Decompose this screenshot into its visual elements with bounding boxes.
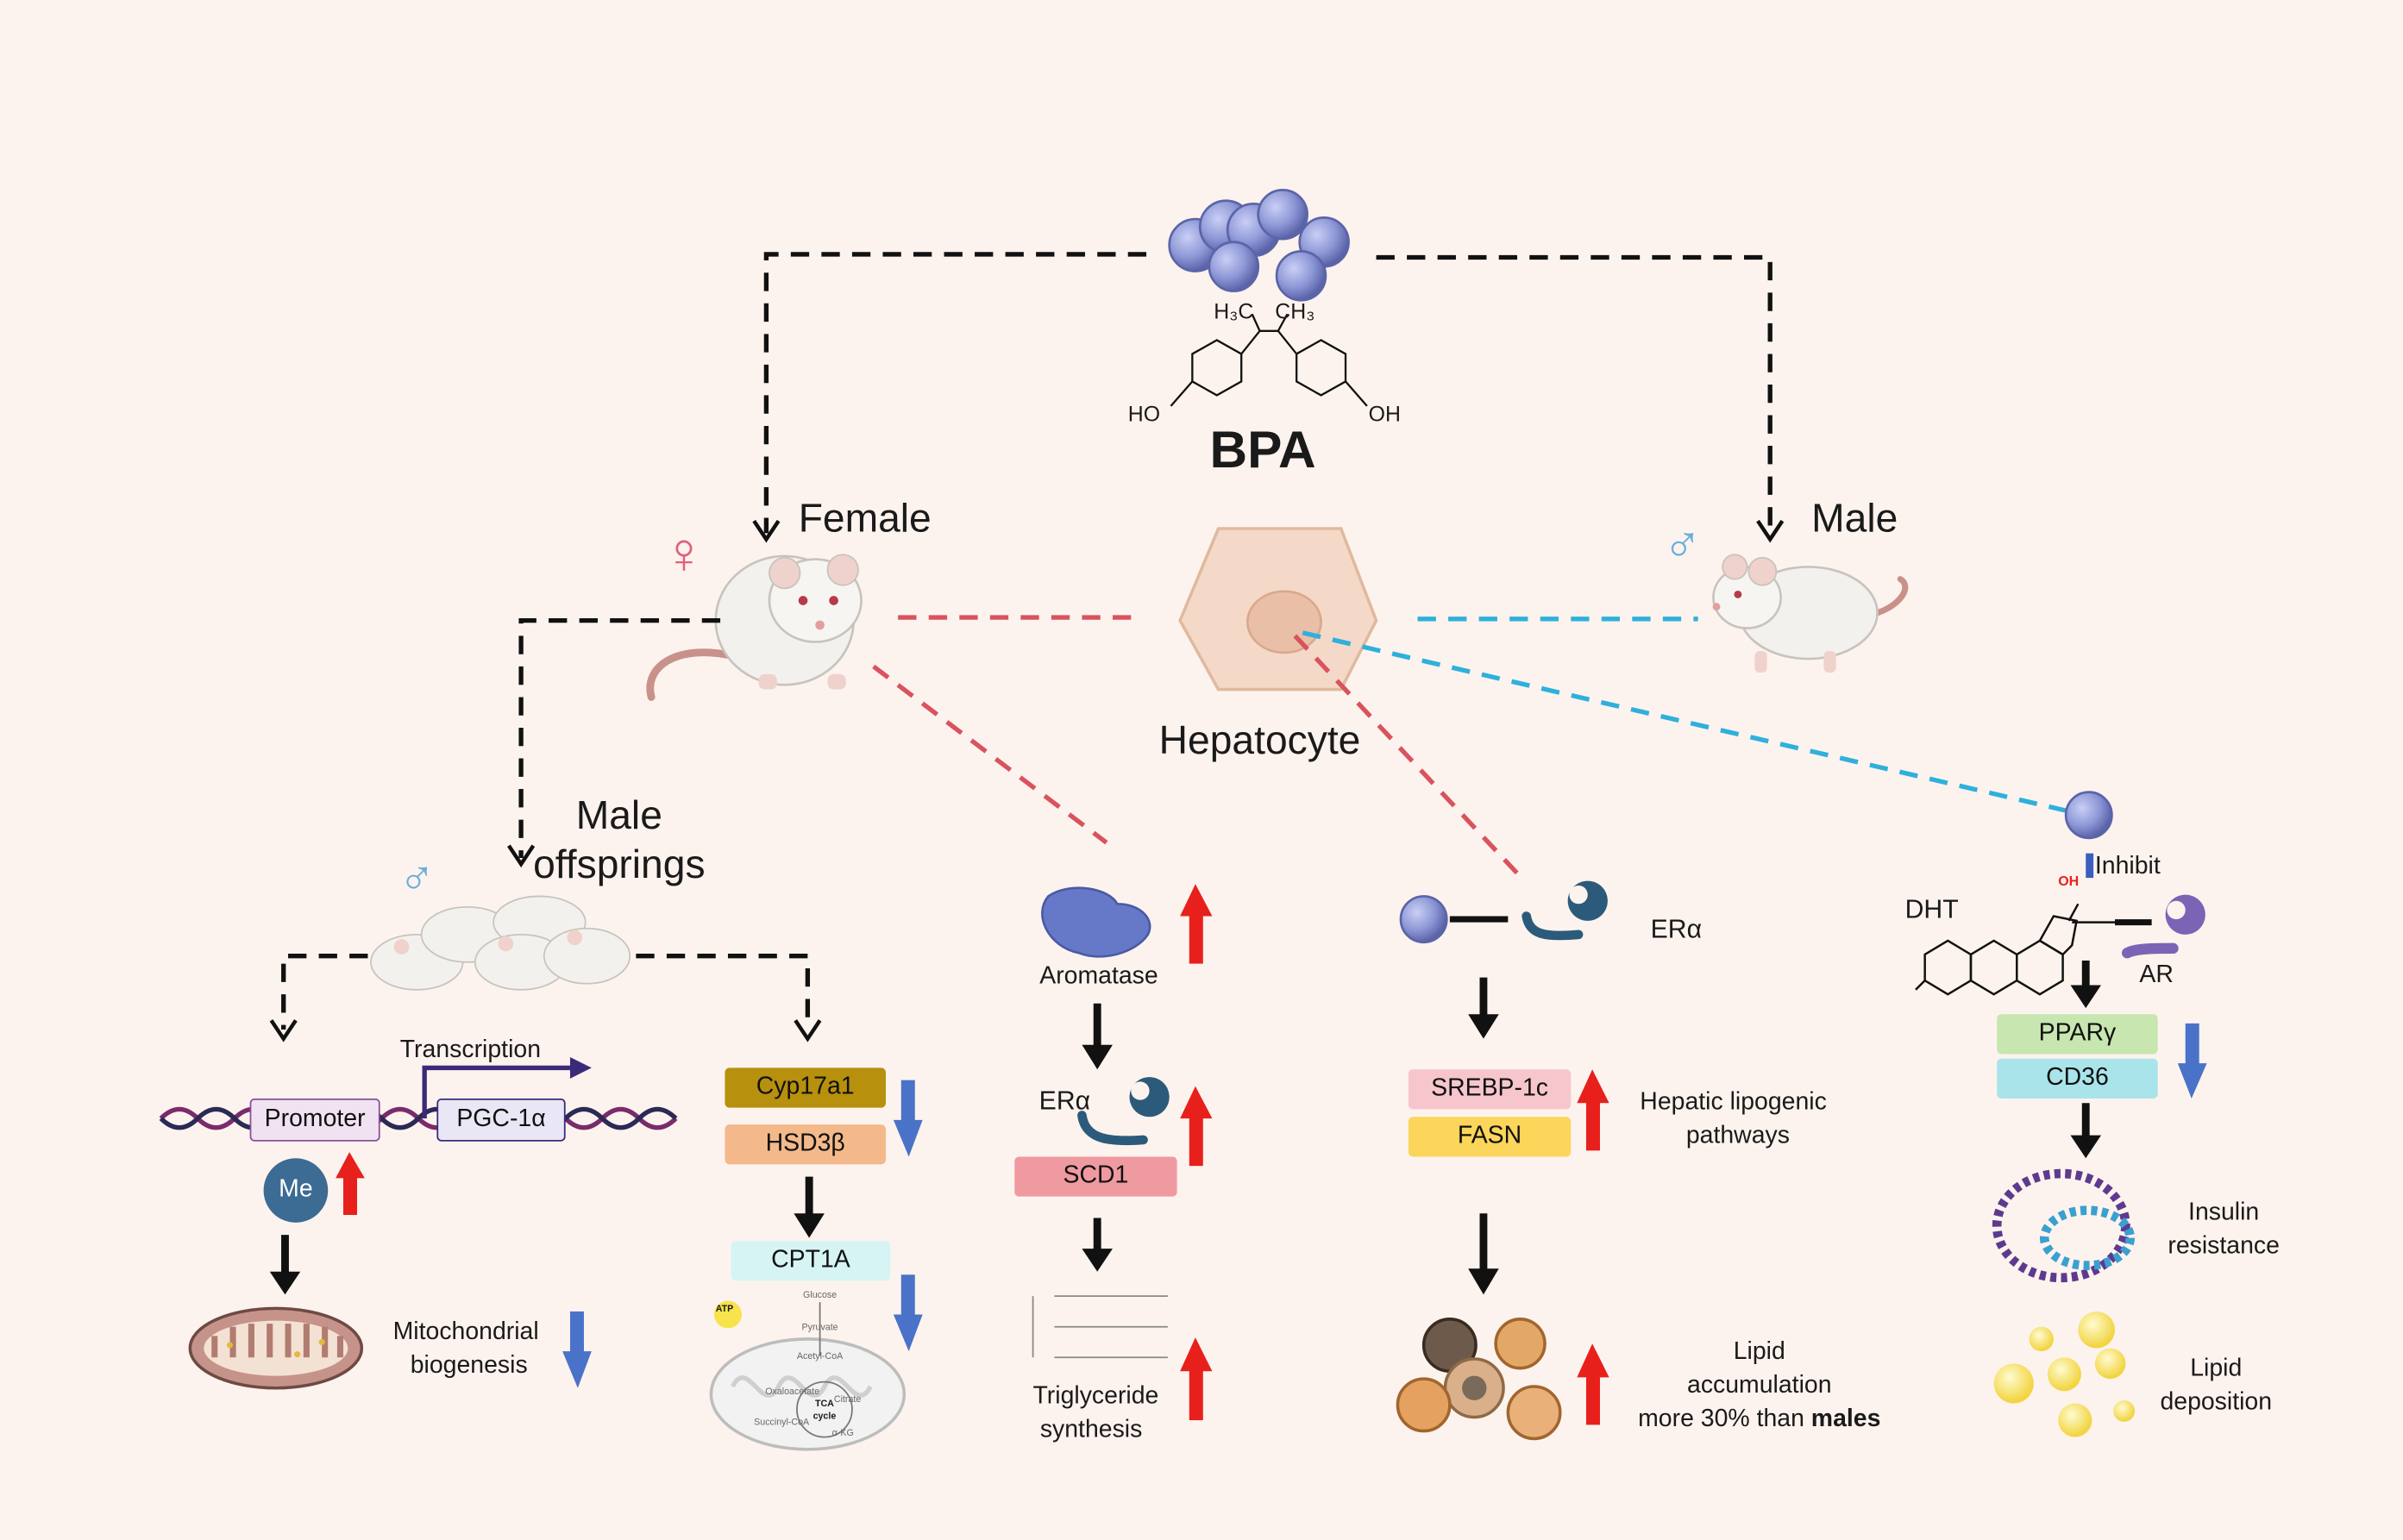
female-to-offspring-connector — [518, 617, 721, 859]
bpa-era-binding-icon — [1399, 880, 1608, 944]
offspring-male-symbol-icon: ♂ — [398, 850, 436, 906]
fasn-box: FASN — [1408, 1117, 1572, 1157]
lipid-deposition-icon — [1993, 1311, 2136, 1437]
bpa-title: BPA — [1209, 421, 1316, 480]
tca-oxalo-label: Oxaloacetate — [765, 1387, 820, 1398]
bpa-molecule-icon — [1168, 188, 1350, 302]
pgc1a-box: PGC-1α — [436, 1098, 566, 1142]
aromatase-protein-icon — [1041, 886, 1151, 958]
cyp17a1-box: Cyp17a1 — [725, 1067, 886, 1108]
tca-cycle-icon — [709, 1300, 907, 1451]
male-rat-icon — [1712, 554, 1909, 673]
cpt1a-down-arrow-icon — [893, 1274, 923, 1352]
inhibit-bar-icon — [2086, 853, 2094, 879]
lipogenic-label-line2: pathways — [1685, 1123, 1790, 1149]
scd1-box: SCD1 — [1014, 1156, 1177, 1197]
pparg-down-arrow-icon — [2177, 1023, 2207, 1099]
offspring-right-branch — [636, 954, 811, 1030]
ar-receptor-icon — [2121, 894, 2205, 959]
offspring-label-line1: Male — [575, 792, 662, 838]
lipid-dep-label-line1: Lipid — [2190, 1355, 2243, 1382]
female-symbol-icon: ♀ — [662, 522, 706, 587]
triglyceride-label-line2: synthesis — [1039, 1417, 1143, 1443]
mito-label-line1: Mitochondrial — [392, 1318, 539, 1346]
bpa-sphere-icon — [2064, 791, 2113, 840]
era-up-arrow-icon — [1180, 1086, 1213, 1167]
aromatase-up-arrow-icon — [1180, 884, 1213, 964]
tca-cycle-label-2: cycle — [813, 1412, 837, 1422]
dht-structure-icon — [1915, 903, 2115, 996]
triglyceride-up-arrow-icon — [1180, 1337, 1213, 1421]
hepatocyte-label: Hepatocyte — [1158, 717, 1361, 763]
methyl-me-badge: Me — [263, 1158, 329, 1223]
offspring-left-branch — [281, 954, 368, 1030]
female-aromatase-link — [872, 664, 1108, 845]
me-up-arrow-icon — [336, 1152, 365, 1216]
transcription-arrow-icon — [422, 1056, 592, 1119]
female-label: Female — [798, 494, 932, 542]
cpt1a-box: CPT1A — [731, 1241, 891, 1281]
lipid-accum-males: males — [1810, 1406, 1881, 1433]
formula-h3c: H₃C — [1214, 298, 1254, 323]
hepatocyte-ar-link — [1302, 630, 2073, 815]
formula-ho: HO — [1127, 401, 1161, 426]
transcription-label: Transcription — [399, 1036, 542, 1064]
mito-down-arrow-icon — [562, 1311, 592, 1388]
formula-ch3: CH₃ — [1275, 298, 1315, 323]
tca-pyruvate-label: Pyruvate — [801, 1324, 838, 1333]
tca-acetyl-label: Acetyl-CoA — [796, 1352, 844, 1362]
hepatocyte-icon — [1178, 527, 1378, 692]
tca-cycle-label-1: TCA — [814, 1399, 834, 1410]
bpa-structure-icon — [1170, 313, 1368, 407]
hepatocyte-era-link — [1293, 634, 1519, 875]
insulin-structure-icon — [1992, 1168, 2136, 1283]
inhibit-label: Inhibit — [2094, 853, 2161, 880]
female-rat-icon — [646, 554, 863, 701]
bpa-to-male-connector — [1376, 254, 1772, 534]
steroid-down-arrow-icon — [893, 1080, 923, 1157]
offspring-mice-icon — [370, 895, 631, 991]
tca-atp-label: ATP — [715, 1305, 734, 1315]
mitochondrion-icon — [188, 1306, 364, 1390]
insulin-label-line1: Insulin — [2188, 1199, 2260, 1226]
formula-oh: OH — [1368, 401, 1401, 426]
male-label: Male — [1811, 494, 1898, 542]
pparg-box: PPARγ — [1997, 1014, 2158, 1055]
bpa-to-female-connector — [763, 252, 1147, 534]
era-label: ERα — [1650, 914, 1703, 944]
male-symbol-icon: ♂ — [1662, 516, 1703, 575]
lipid-accum-prefix: more 30% than — [1638, 1406, 1811, 1433]
era-receptor-icon — [1077, 1077, 1170, 1146]
dht-label: DHT — [1904, 894, 1959, 924]
triglyceride-label-line1: Triglyceride — [1032, 1383, 1159, 1410]
tca-citrate-label: Citrate — [833, 1395, 862, 1405]
lipid-accum-label-line1: Lipid — [1733, 1338, 1785, 1366]
insulin-label-line2: resistance — [2168, 1233, 2280, 1260]
aromatase-label: Aromatase — [1039, 963, 1158, 990]
promoter-box: Promoter — [249, 1098, 380, 1142]
lipogenic-label-line1: Hepatic lipogenic — [1640, 1089, 1827, 1116]
mito-label-line2: biogenesis — [410, 1352, 528, 1380]
tca-akg-label: α-KG — [831, 1429, 854, 1439]
srebp-up-arrow-icon — [1577, 1069, 1609, 1151]
cd36-box: CD36 — [1997, 1058, 2158, 1099]
offspring-label-line2: offsprings — [533, 841, 706, 887]
aromatase-era-label: ERα — [1038, 1086, 1091, 1116]
tca-succinyl-label: Succinyl-CoA — [754, 1418, 810, 1428]
srebp-box: SREBP-1c — [1408, 1069, 1572, 1110]
lipid-up-arrow-icon — [1577, 1343, 1609, 1425]
lipid-accum-label-line3: more 30% than males — [1638, 1405, 1880, 1434]
dna-strand-icon — [159, 1106, 678, 1130]
lipid-droplets-icon — [1396, 1318, 1562, 1441]
triglyceride-structure-icon — [1032, 1295, 1168, 1359]
lipid-dep-label-line2: deposition — [2160, 1389, 2273, 1416]
hsd3b-box: HSD3β — [725, 1124, 886, 1165]
lipid-accum-label-line2: accumulation — [1687, 1373, 1832, 1399]
dht-oh-label: OH — [2058, 873, 2080, 889]
tca-glucose-label: Glucose — [803, 1291, 838, 1301]
ar-label: AR — [2139, 961, 2174, 989]
